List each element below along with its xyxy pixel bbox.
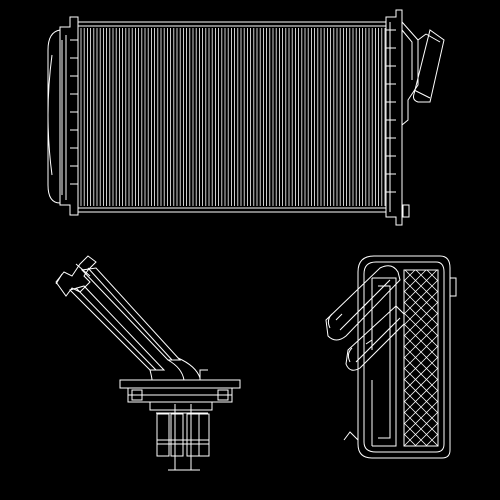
hatch-line <box>403 345 439 381</box>
tank-tab-left <box>335 313 343 321</box>
end-view <box>325 255 457 459</box>
outlet-pipe-tube <box>413 29 445 103</box>
hatch-line <box>403 444 406 447</box>
pipe-stub-lower-cap <box>347 347 353 363</box>
hatch-line <box>415 269 439 293</box>
hatch-line <box>403 411 439 447</box>
right-tank <box>385 9 403 226</box>
hatch-line <box>403 312 439 348</box>
outlet-pipe-body <box>401 21 419 126</box>
tank-tab-top <box>450 277 457 297</box>
flange-bolt-right <box>217 389 229 401</box>
hatch-line <box>403 389 439 425</box>
hatch-line <box>403 422 428 447</box>
hatch-line <box>403 334 439 370</box>
lower-pipe-bend <box>149 369 153 381</box>
upper-pipe-bend <box>167 359 185 381</box>
pipe-stub-right-b <box>198 413 210 457</box>
core-frame <box>77 21 387 213</box>
core-fins <box>80 28 386 206</box>
hatch-line <box>403 367 439 403</box>
left-tank-bulge <box>47 54 53 176</box>
hatch-line <box>403 301 439 337</box>
hatch-line <box>403 378 439 414</box>
hatch-line <box>403 356 439 392</box>
flange-lower <box>149 401 213 411</box>
pipe-stub-weld <box>361 301 373 345</box>
front-view <box>47 9 445 226</box>
outlet-pipe-rim <box>425 33 441 43</box>
pipe-end-fitting <box>55 255 97 297</box>
outlet-pipe-bead <box>413 89 431 99</box>
hatch-line <box>403 290 439 326</box>
hatch-line <box>403 269 438 304</box>
pipe-stub-lower-line <box>355 317 401 363</box>
pipe-stub-lower <box>345 305 405 371</box>
outlet-pipe-body-inner <box>401 29 413 80</box>
core-section-hatching <box>403 269 439 447</box>
left-tank <box>59 16 79 216</box>
upper-pipe-inner <box>87 267 173 361</box>
upper-pipe-bend-outer <box>177 357 201 379</box>
tank-housing-outer <box>357 255 451 459</box>
hatch-line <box>403 433 417 447</box>
tank-housing-inner <box>363 261 445 453</box>
hatch-line <box>403 323 439 359</box>
pipe-stub-upper-cap <box>327 313 333 329</box>
outlet-pipe-joint <box>417 33 427 41</box>
internal-channel <box>372 277 397 447</box>
side-view <box>55 255 241 471</box>
tank-tab-bottom <box>343 431 359 441</box>
flange-bolt-left <box>131 389 143 401</box>
hatch-line <box>426 269 439 282</box>
pipe-stub-left-b <box>170 413 184 457</box>
pipe-end-flare <box>55 273 63 285</box>
lower-pipe <box>69 285 166 371</box>
left-tank-crimps <box>70 39 78 185</box>
pipe-stub-upper <box>325 265 401 341</box>
hatch-line <box>436 444 439 447</box>
hatch-line <box>403 279 439 315</box>
pipe-stub-left-a <box>156 413 170 457</box>
hatch-line <box>403 269 427 293</box>
pipe-clip <box>199 369 208 380</box>
upper-pipe <box>80 267 182 361</box>
lower-pipe-inner <box>75 287 157 371</box>
flange-plate <box>119 379 241 389</box>
right-tank-lug <box>402 204 410 218</box>
left-tank-cap <box>47 29 61 204</box>
hatch-line <box>425 433 439 447</box>
internal-channel-inner <box>378 285 391 439</box>
hatch-line <box>414 422 439 447</box>
pipe-stub-right-a <box>186 413 200 457</box>
hatch-line <box>403 400 439 436</box>
hatch-line <box>403 269 416 282</box>
right-tank-crimps <box>386 29 396 193</box>
stub-ribs <box>174 404 192 470</box>
hatch-line <box>404 269 439 304</box>
